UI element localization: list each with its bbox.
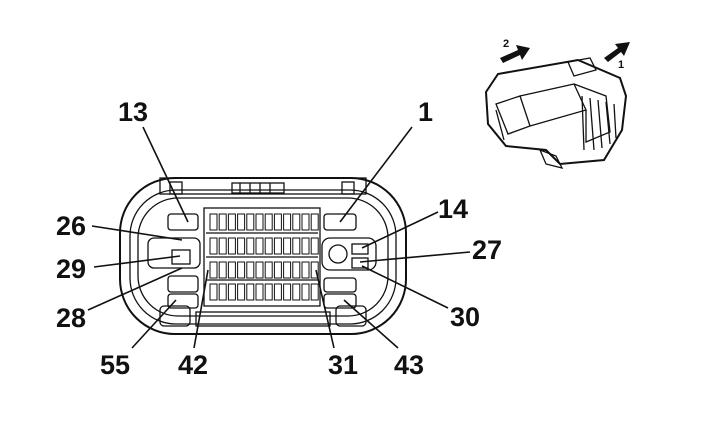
iso-top-face — [519, 83, 587, 127]
pin-label-29: 29 — [56, 254, 86, 284]
connector-seal-ring — [137, 197, 389, 317]
terminal-cavity — [246, 261, 255, 279]
leader-26 — [91, 225, 183, 241]
arrow-2-icon — [500, 45, 530, 63]
leader-42 — [193, 269, 209, 349]
connector-face — [119, 177, 407, 335]
terminal-cavity — [292, 283, 301, 301]
terminal-cavity — [301, 237, 310, 255]
bottom-rail — [159, 305, 367, 327]
leader-lines — [87, 126, 471, 349]
leader-43 — [343, 299, 399, 349]
leader-29 — [93, 255, 181, 268]
terminal-cavity — [273, 261, 282, 279]
pin-labels: 13 1 26 14 29 27 28 30 55 42 31 43 — [56, 97, 502, 380]
terminal-cavity — [310, 237, 319, 255]
terminal-cavity — [218, 213, 227, 231]
terminal-cavity — [283, 261, 292, 279]
terminal-cavity — [246, 213, 255, 231]
pin-label-14: 14 — [438, 194, 468, 224]
terminal-cavity — [227, 237, 236, 255]
terminal-cavity — [310, 261, 319, 279]
leader-30 — [361, 265, 449, 309]
terminal-cavity — [237, 261, 246, 279]
left-cavity-column — [147, 213, 201, 309]
leader-13 — [142, 126, 189, 223]
terminal-cavity — [237, 237, 246, 255]
iso-latch — [567, 57, 597, 77]
arrow-1-label: 1 — [618, 59, 624, 71]
terminal-cavity — [264, 261, 273, 279]
direction-arrows: 2 1 — [500, 38, 630, 71]
right-cavity-column — [321, 213, 377, 309]
leader-31 — [315, 269, 335, 349]
terminal-cavity — [209, 283, 218, 301]
terminal-cavity — [237, 283, 246, 301]
pin-label-27: 27 — [472, 235, 502, 265]
terminal-cavity — [227, 283, 236, 301]
terminal-cavity — [283, 213, 292, 231]
iso-foot — [538, 148, 564, 169]
terminal-cavity — [310, 283, 319, 301]
pin-label-26: 26 — [56, 211, 86, 241]
leader-28 — [87, 267, 183, 311]
pin-label-13: 13 — [118, 97, 148, 127]
terminal-cavity — [301, 283, 310, 301]
terminal-cavity — [301, 261, 310, 279]
terminal-cavity — [218, 261, 227, 279]
terminal-cavity — [218, 237, 227, 255]
terminal-cavity — [255, 283, 264, 301]
terminal-cavity — [255, 213, 264, 231]
pin-label-31: 31 — [328, 350, 358, 380]
terminal-cavity — [301, 213, 310, 231]
terminal-cavity — [209, 213, 218, 231]
leader-27 — [359, 251, 471, 263]
terminal-cavity — [273, 237, 282, 255]
terminal-cavity — [310, 213, 319, 231]
arrow-2-label: 2 — [503, 38, 509, 50]
terminal-cavity — [209, 261, 218, 279]
terminal-cavity — [283, 237, 292, 255]
terminal-cavity — [218, 283, 227, 301]
leader-55 — [131, 299, 177, 349]
arrow-1-icon — [604, 42, 630, 62]
terminal-cavity — [209, 237, 218, 255]
terminal-cavity — [273, 213, 282, 231]
iso-body-outline — [484, 58, 628, 166]
arrow-2: 2 — [500, 38, 530, 63]
terminal-grid — [206, 213, 319, 301]
terminal-cavity — [237, 213, 246, 231]
arrow-1: 1 — [604, 42, 630, 71]
pin-label-1: 1 — [418, 97, 433, 127]
terminal-cavity — [292, 237, 301, 255]
top-latch — [159, 177, 367, 195]
center-terminal-block — [203, 207, 321, 307]
terminal-cavity — [273, 283, 282, 301]
connector-inner-shell — [129, 189, 397, 325]
terminal-cavity — [292, 261, 301, 279]
iso-side-face — [573, 83, 611, 143]
pin-label-30: 30 — [450, 302, 480, 332]
terminal-cavity — [283, 283, 292, 301]
terminal-cavity — [246, 237, 255, 255]
pin-label-55: 55 — [100, 350, 130, 380]
pin-label-28: 28 — [56, 303, 86, 333]
pin-label-43: 43 — [394, 350, 424, 380]
leader-14 — [361, 211, 439, 249]
terminal-cavity — [227, 213, 236, 231]
terminal-cavity — [264, 237, 273, 255]
terminal-cavity — [264, 213, 273, 231]
terminal-cavity — [264, 283, 273, 301]
terminal-cavity — [255, 237, 264, 255]
terminal-cavity — [292, 213, 301, 231]
terminal-cavity — [246, 283, 255, 301]
terminal-cavity — [227, 261, 236, 279]
leader-1 — [339, 126, 413, 223]
pin-label-42: 42 — [178, 350, 208, 380]
connector-isometric-view — [484, 57, 628, 169]
terminal-cavity — [255, 261, 264, 279]
